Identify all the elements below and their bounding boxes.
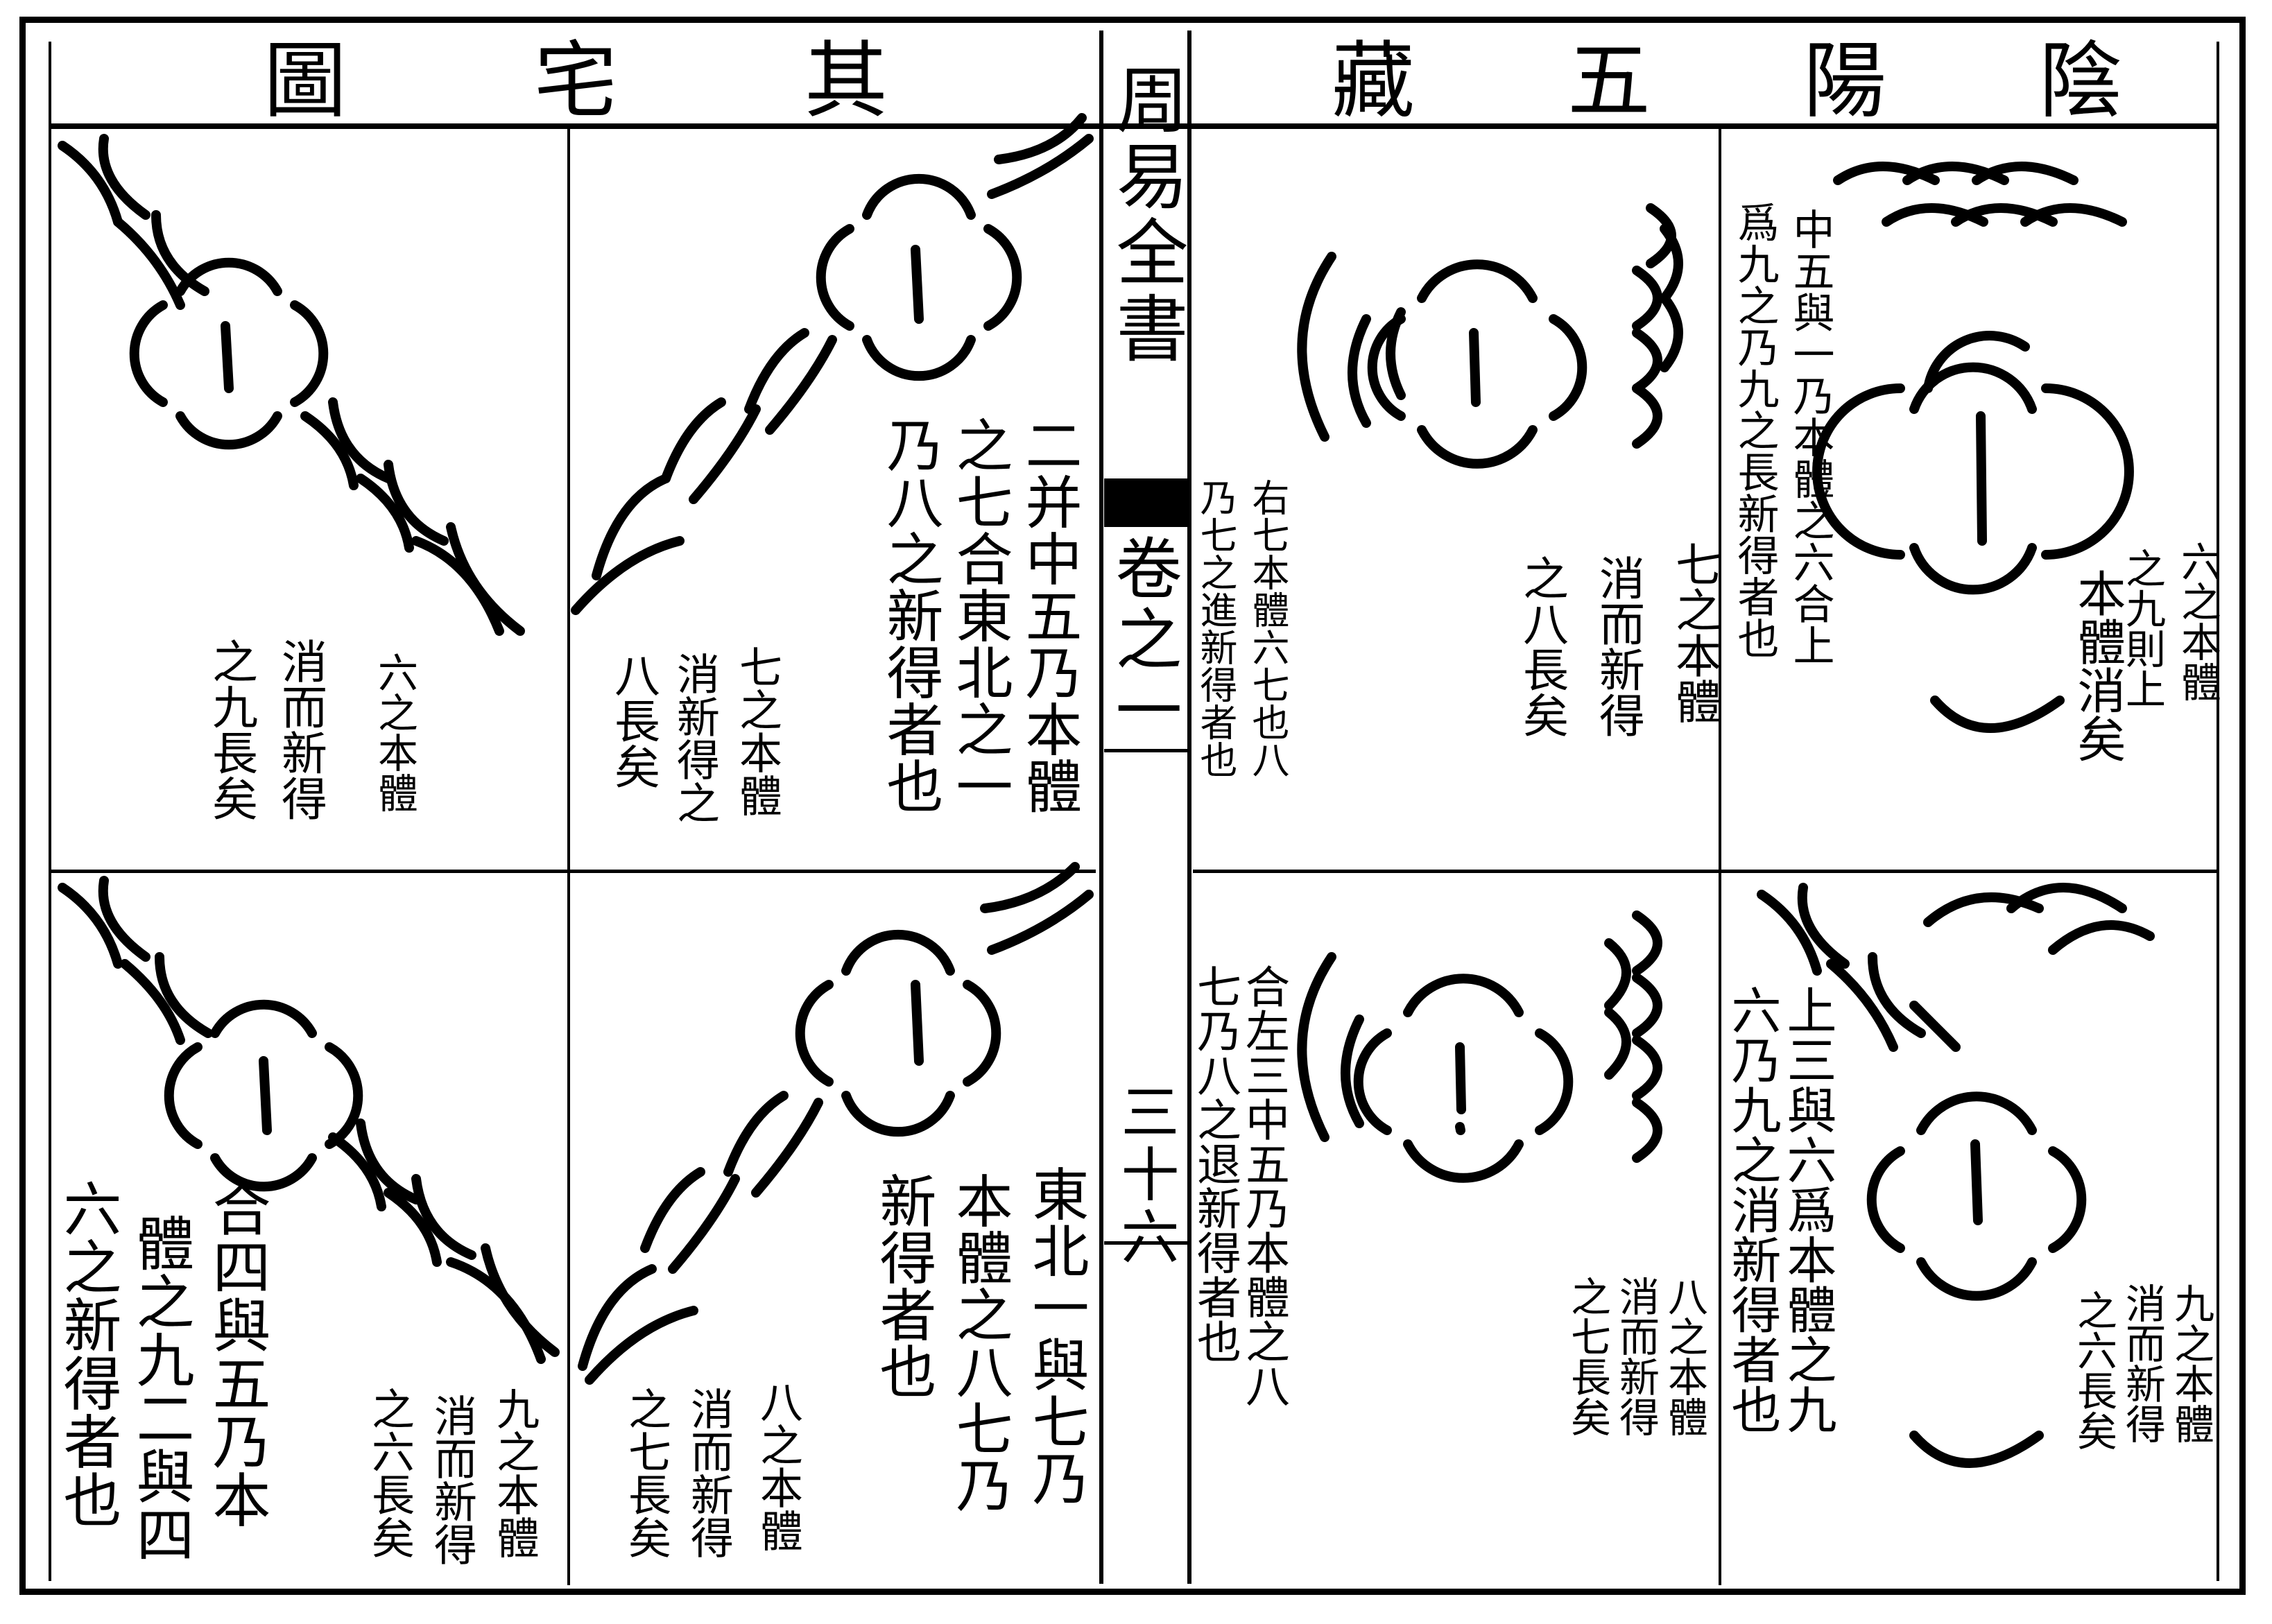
title-right-char-3: 陽 (1803, 33, 1886, 130)
rbr-text-4: 消而新得 (1612, 1276, 1660, 1437)
left-edge-rule (49, 42, 51, 1581)
bl-text-6: 之六長矣 (364, 1387, 415, 1559)
center-band-left-rule (1099, 31, 1103, 1584)
chain-top-left (58, 134, 525, 636)
chain-top-right (571, 113, 1094, 615)
chain-bottom-left (58, 876, 560, 1364)
br-text-6: 之七長矣 (621, 1387, 671, 1559)
node-right-bottom-right (1866, 1091, 2087, 1468)
node-right-bottom-left (1353, 974, 1574, 1183)
rbr-text-6: 九之本體 (2167, 1283, 2214, 1444)
tr-text-2: 之七合東北之一 (946, 416, 1012, 814)
mid-rule-left (49, 870, 1096, 873)
bl-text-5: 消而新得 (427, 1394, 477, 1566)
br-text-1: 東北一與七乃 (1022, 1165, 1088, 1506)
chain-bottom-right (578, 862, 1094, 1385)
rtr-text-5: 本體消矣 (2069, 569, 2126, 763)
node-top-right (816, 173, 1022, 381)
node-right-top-right (1812, 331, 2134, 733)
page-frame (19, 17, 2246, 1595)
tl-text-1: 六之本體 (371, 652, 418, 813)
right-divider (1719, 129, 1721, 1585)
title-rule (49, 123, 2219, 129)
title-left: 圖 宅 其 (264, 40, 888, 123)
volume-label: 卷之一 (1104, 534, 1182, 746)
page-number: 三十六 (1112, 1082, 1180, 1269)
mid-rule-right (1193, 870, 2219, 873)
node-bottom-left (164, 999, 363, 1192)
br-text-5: 消而新得 (683, 1387, 734, 1559)
rtr-text-2: 爲九之乃九之長新得者也 (1730, 201, 1779, 659)
waves-top-left (1297, 203, 1683, 449)
bl-text-3: 六之新得者也 (54, 1179, 122, 1528)
left-divider (567, 129, 570, 1585)
rtl-text-4: 消而新得 (1592, 555, 1645, 738)
title-left-char-3: 其 (804, 33, 888, 130)
rtl-text-2: 乃七之進新得者也 (1194, 478, 1237, 778)
tr-text-1: 二并中五乃本體 (1015, 416, 1081, 814)
tl-text-2: 消而新得 (274, 638, 327, 821)
tr-text-5: 消新得之 (669, 652, 720, 824)
rtr-text-1: 中五與一乃本體之六合上 (1786, 208, 1834, 666)
br-text-3: 新得者也 (870, 1172, 936, 1399)
bl-text-2: 體之九二與四 (127, 1213, 195, 1563)
band-rule-lower (1104, 1241, 1187, 1245)
rbr-text-1: 上三與六爲本體之九 (1778, 985, 1836, 1434)
chain-right-bottom-right (1757, 883, 1961, 1052)
rbr-text-7: 消而新得 (2119, 1283, 2166, 1444)
rtr-text-4: 之九則上 (2119, 548, 2166, 709)
bl-text-4: 九之本體 (489, 1387, 540, 1559)
br-text-2: 本體之八七乃 (946, 1172, 1012, 1513)
rbr-text-8: 之六長矣 (2070, 1290, 2117, 1451)
tr-text-3: 乃八之新得者也 (877, 416, 943, 814)
title-right-char-2: 五 (1567, 33, 1651, 130)
rtl-text-1: 右七本體六七也八 (1246, 478, 1289, 778)
title-right-char-4: 陰 (2039, 33, 2122, 130)
fishtail-mark (1104, 478, 1187, 527)
band-rule-upper (1104, 749, 1187, 752)
waves-bottom-left (1297, 910, 1662, 1163)
tr-text-6: 八長矣 (607, 652, 660, 789)
title-right-char-1: 藏 (1332, 33, 1415, 130)
center-band-right-rule (1187, 31, 1191, 1584)
rtr-text-3: 六之本體 (2174, 541, 2221, 702)
node-bottom-right (795, 929, 1001, 1137)
book-title: 周易全書 (1103, 62, 1188, 368)
title-left-char-2: 宅 (534, 33, 617, 130)
node-top-left (129, 257, 329, 450)
br-text-4: 八之本體 (752, 1380, 803, 1552)
rtl-text-3: 七之本體 (1668, 541, 1721, 724)
title-right: 藏 五 陽 陰 (1332, 40, 2122, 123)
node-right-top-left (1367, 259, 1587, 469)
bl-text-1: 合四與五乃本 (203, 1179, 271, 1528)
rbr-text-5: 之七長矣 (1564, 1276, 1611, 1437)
tr-text-4: 七之本體 (732, 645, 782, 817)
rbl-text-2: 七乃八之退新得者也 (1189, 964, 1241, 1363)
right-edge-rule (2217, 42, 2219, 1581)
title-left-char-1: 圖 (264, 33, 347, 130)
clouds-top-right (1833, 162, 2155, 955)
tl-text-3: 之九長矣 (205, 638, 258, 821)
rbr-text-3: 八之本體 (1661, 1276, 1708, 1437)
rbl-text-1: 合左三中五乃本體之八 (1238, 964, 1289, 1408)
rtl-text-5: 之八長矣 (1515, 555, 1569, 738)
rbr-text-2: 六乃九之消新得者也 (1723, 985, 1781, 1434)
